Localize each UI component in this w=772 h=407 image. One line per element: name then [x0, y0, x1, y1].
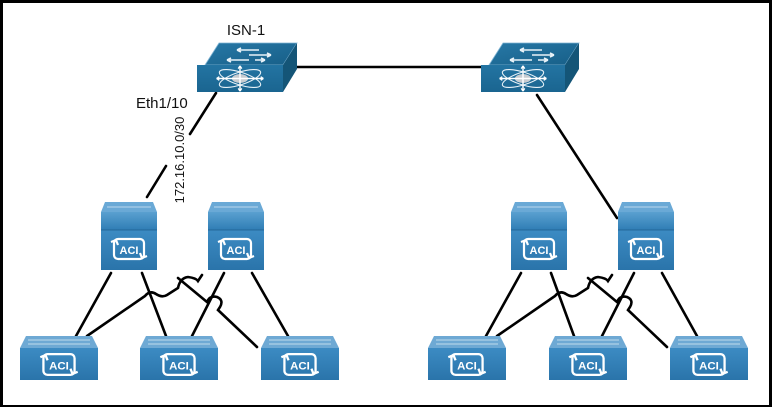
- leaf-top: [428, 336, 506, 348]
- cable-spine4-leaf6: [660, 271, 699, 338]
- leaf-switch[interactable]: [428, 336, 506, 380]
- isn-switch-top: [488, 42, 580, 66]
- cable-isn2-spine4: [535, 93, 619, 220]
- leaf-switch[interactable]: [140, 336, 218, 380]
- cables-layer: [74, 65, 699, 349]
- cable-spine1-leaf3: [176, 276, 259, 349]
- isn-switch-side: [283, 43, 297, 92]
- cable-spine2-leaf2: [190, 271, 226, 338]
- leaf-top-marking: [436, 339, 498, 345]
- spines-layer: [101, 202, 674, 270]
- leaf-top-marking: [28, 339, 90, 345]
- isn1-port-label: Eth1/10: [136, 95, 188, 112]
- leaf-switch[interactable]: [549, 336, 627, 380]
- spine-switch[interactable]: [618, 202, 674, 270]
- cable-spine1-leaf1: [74, 271, 113, 338]
- isn-switch-1[interactable]: [197, 42, 298, 92]
- leaf-switch[interactable]: [670, 336, 748, 380]
- spine-switch[interactable]: [511, 202, 567, 270]
- leaf-top-marking: [678, 339, 740, 345]
- isn1-subnet-label: 172.16.10.0/30: [172, 117, 187, 204]
- spine-switch[interactable]: [208, 202, 264, 270]
- cable-spine2-leaf3: [250, 271, 290, 338]
- nexus-emblem-icon: [498, 65, 548, 92]
- spine-switch[interactable]: [101, 202, 157, 270]
- leaf-top: [20, 336, 98, 348]
- cable-spine1-leaf2: [140, 271, 168, 338]
- spine-upper: [208, 212, 264, 230]
- leaf-switch[interactable]: [261, 336, 339, 380]
- isn-switch-2[interactable]: [481, 42, 580, 92]
- leaf-top: [261, 336, 339, 348]
- nexus-emblem-icon: [215, 65, 265, 92]
- cable-isn1-spine1-lower: [145, 164, 168, 199]
- spine-upper: [101, 212, 157, 230]
- leaf-top-marking: [557, 339, 619, 345]
- leaf-top: [140, 336, 218, 348]
- cable-spine4-leaf5: [600, 271, 636, 338]
- isn-switch-side: [565, 43, 579, 92]
- leaf-top-marking: [148, 339, 210, 345]
- leaves-layer: [20, 336, 748, 380]
- leaf-top: [670, 336, 748, 348]
- cable-spine3-leaf5: [549, 271, 576, 338]
- cable-spine3-leaf6: [586, 276, 669, 349]
- isn-switch-top: [204, 42, 298, 66]
- leaf-top-marking: [269, 339, 331, 345]
- cable-spine3-leaf4: [484, 271, 523, 338]
- cable-leaf1-spine2: [85, 273, 204, 338]
- spine-upper: [511, 212, 567, 230]
- leaf-top: [549, 336, 627, 348]
- cable-isn1-spine1-upper: [188, 91, 218, 136]
- cable-leaf4-spine4: [495, 273, 614, 338]
- isn1-label: ISN-1: [227, 22, 265, 39]
- spine-upper: [618, 212, 674, 230]
- leaf-switch[interactable]: [20, 336, 98, 380]
